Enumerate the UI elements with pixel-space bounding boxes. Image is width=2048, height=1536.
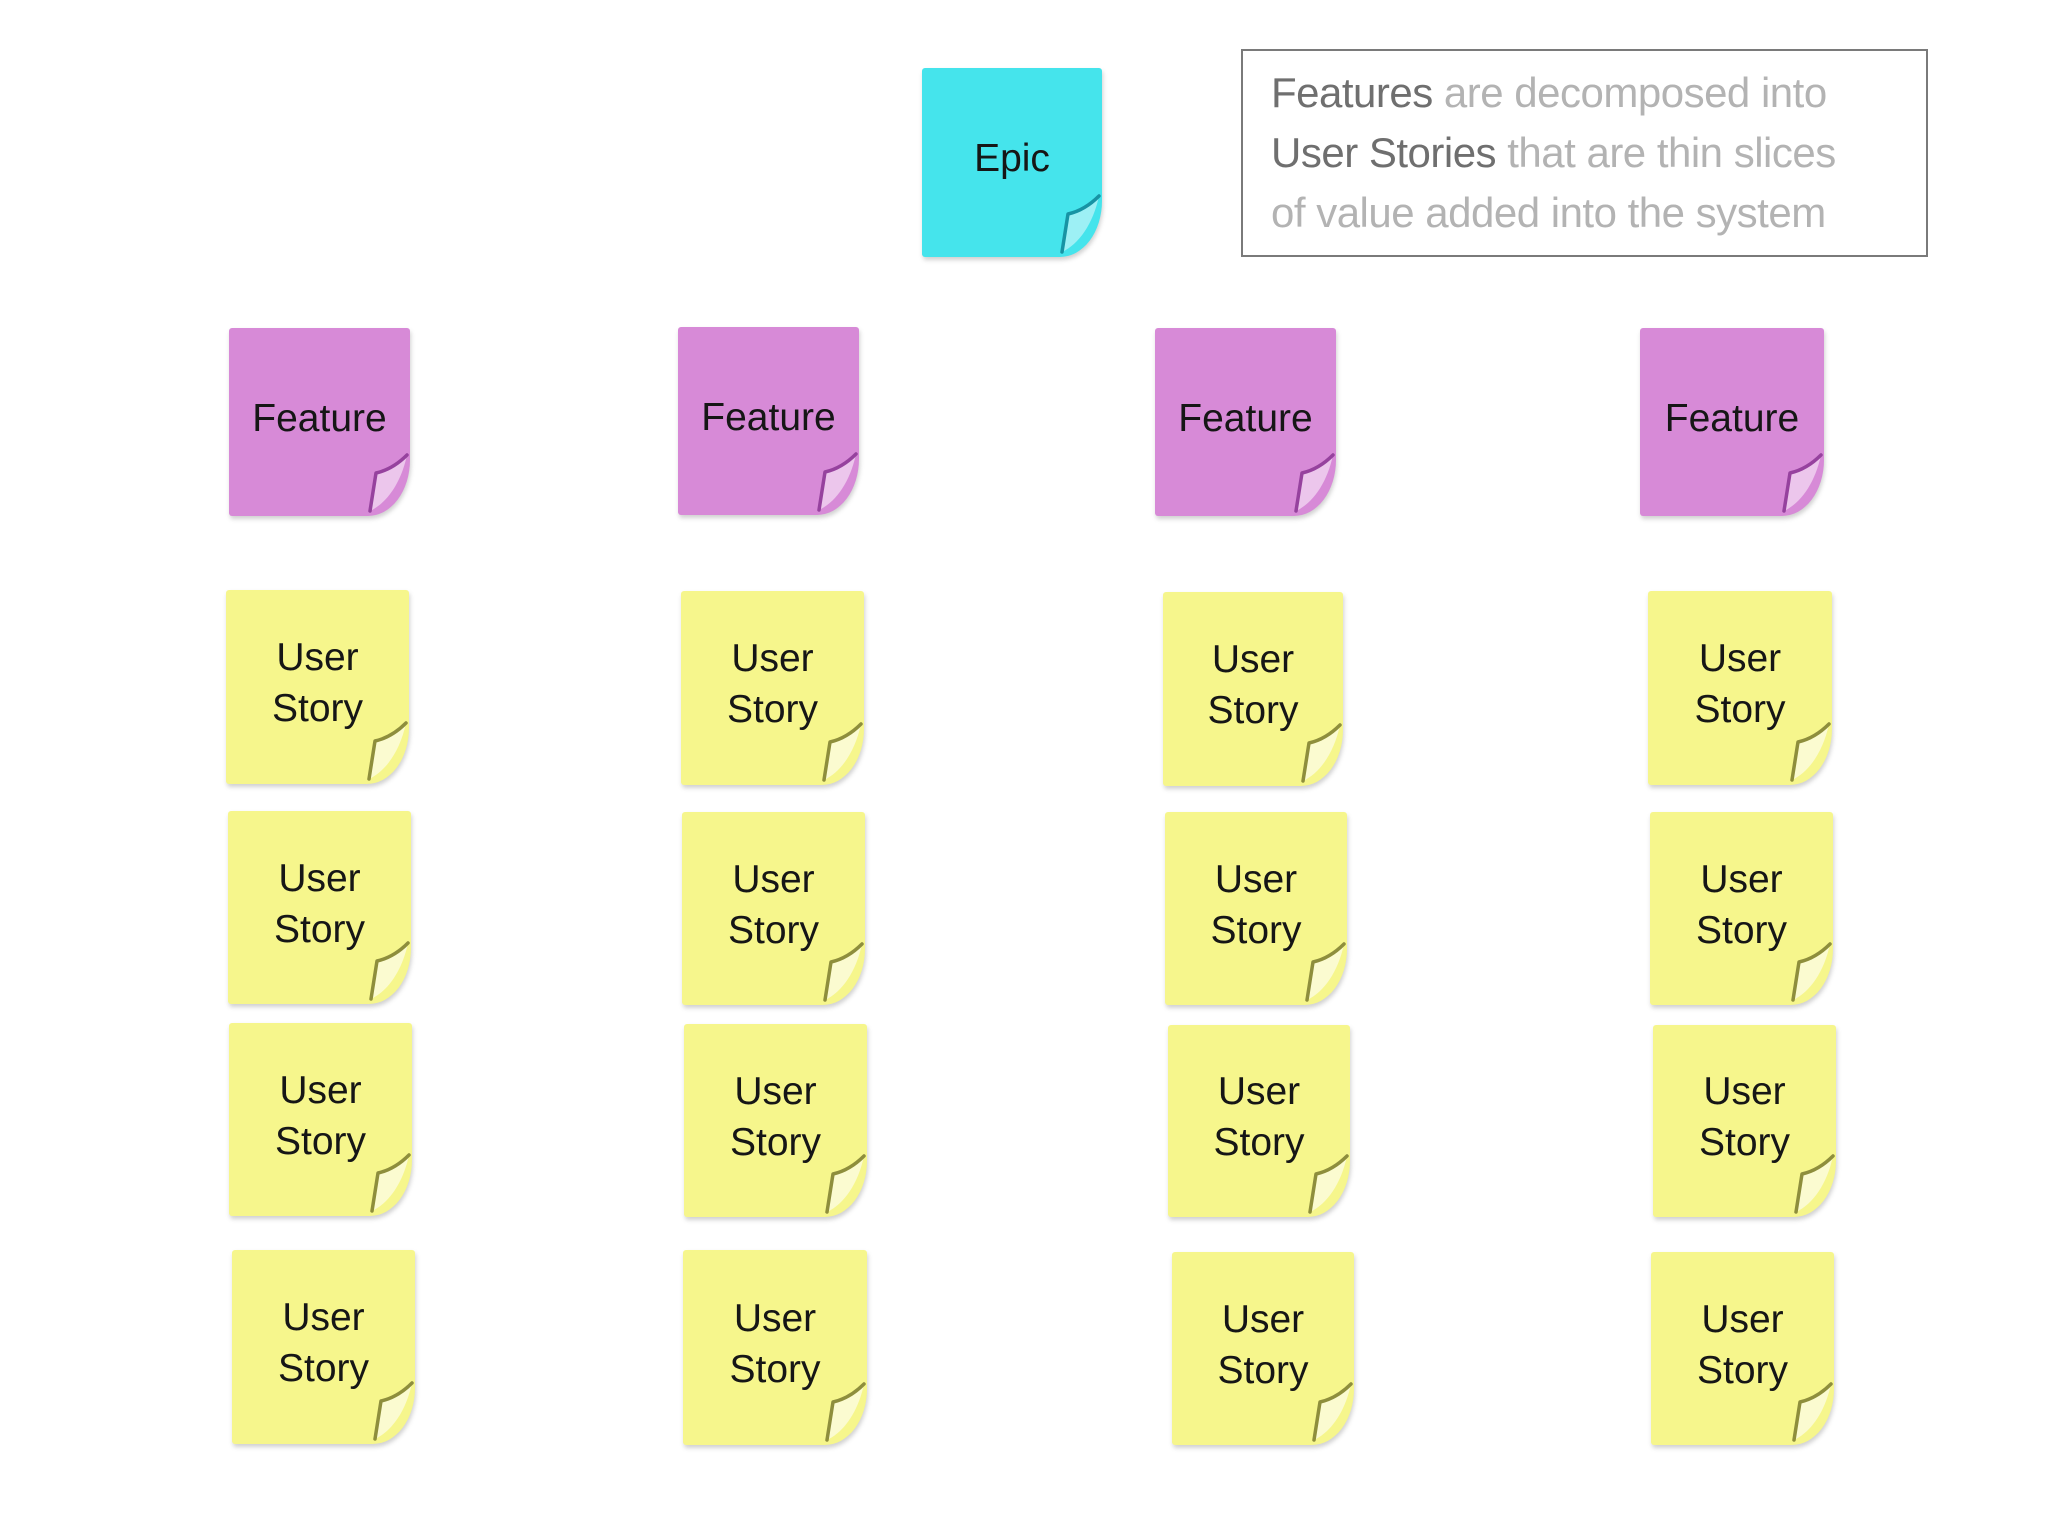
user-story-note-label: User Story: [1694, 637, 1786, 731]
user-story-note-label: User Story: [1217, 1297, 1309, 1392]
feature-note[interactable]: Feature: [229, 328, 410, 516]
callout-text-line: of value added into the system: [1271, 183, 1926, 243]
callout-text-line: Features are decomposed into: [1271, 63, 1926, 123]
folded-corner-icon: [1782, 453, 1823, 513]
user-story-note-label: User Story: [1210, 857, 1302, 952]
user-story-note-label: User Story: [1207, 638, 1299, 732]
user-story-note[interactable]: User Story: [1165, 812, 1347, 1005]
user-story-note[interactable]: User Story: [229, 1023, 412, 1216]
user-story-note[interactable]: User Story: [1163, 592, 1343, 786]
user-story-note[interactable]: User Story: [228, 811, 411, 1004]
callout-text-line: User Stories that are thin slices: [1271, 123, 1926, 183]
user-story-note-label: User Story: [1213, 1070, 1305, 1164]
user-story-note-label: User Story: [729, 1069, 822, 1164]
user-story-note[interactable]: User Story: [684, 1024, 867, 1217]
user-story-note-label: User Story: [274, 1068, 367, 1163]
folded-corner-icon: [1294, 453, 1335, 513]
callout-box: Features are decomposed into User Storie…: [1241, 49, 1928, 257]
folded-corner-icon: [817, 452, 858, 512]
epic-note[interactable]: Epic: [922, 68, 1102, 257]
user-story-note-label: User Story: [1695, 857, 1788, 952]
user-story-note[interactable]: User Story: [226, 590, 409, 784]
user-story-note-label: User Story: [1698, 1070, 1791, 1164]
feature-note[interactable]: Feature: [678, 327, 859, 515]
user-story-note-label: User Story: [273, 856, 366, 951]
user-story-note[interactable]: User Story: [1650, 812, 1833, 1005]
callout-light-text: are decomposed into: [1432, 69, 1827, 116]
user-story-note[interactable]: User Story: [232, 1250, 415, 1444]
user-story-note[interactable]: User Story: [1651, 1252, 1834, 1445]
feature-note-label: Feature: [252, 396, 387, 440]
user-story-note[interactable]: User Story: [681, 591, 864, 785]
user-story-note-label: User Story: [727, 857, 820, 952]
user-story-note[interactable]: User Story: [1648, 591, 1832, 785]
user-story-note-label: User Story: [277, 1296, 370, 1390]
feature-note[interactable]: Feature: [1640, 328, 1824, 516]
feature-note-label: Feature: [1664, 396, 1800, 440]
user-story-note[interactable]: User Story: [683, 1250, 867, 1445]
user-story-note[interactable]: User Story: [682, 812, 865, 1005]
callout-strong-text: User Stories: [1271, 129, 1497, 176]
user-story-note-label: User Story: [1696, 1297, 1789, 1392]
folded-corner-icon: [1060, 194, 1101, 254]
user-story-note-label: User Story: [729, 1296, 821, 1391]
feature-note-label: Feature: [701, 395, 836, 439]
user-story-note[interactable]: User Story: [1168, 1025, 1350, 1217]
epic-note-label: Epic: [974, 137, 1050, 180]
callout-light-text: that are thin slices: [1496, 129, 1836, 176]
user-story-note-label: User Story: [726, 637, 819, 731]
folded-corner-icon: [368, 453, 409, 513]
user-story-note-label: User Story: [271, 636, 364, 730]
feature-note[interactable]: Feature: [1155, 328, 1336, 516]
callout-strong-text: Features: [1271, 69, 1433, 116]
callout-light-text: of value added into the system: [1271, 189, 1826, 236]
feature-note-label: Feature: [1178, 396, 1313, 440]
user-story-note[interactable]: User Story: [1653, 1025, 1836, 1217]
user-story-note[interactable]: User Story: [1172, 1252, 1354, 1445]
